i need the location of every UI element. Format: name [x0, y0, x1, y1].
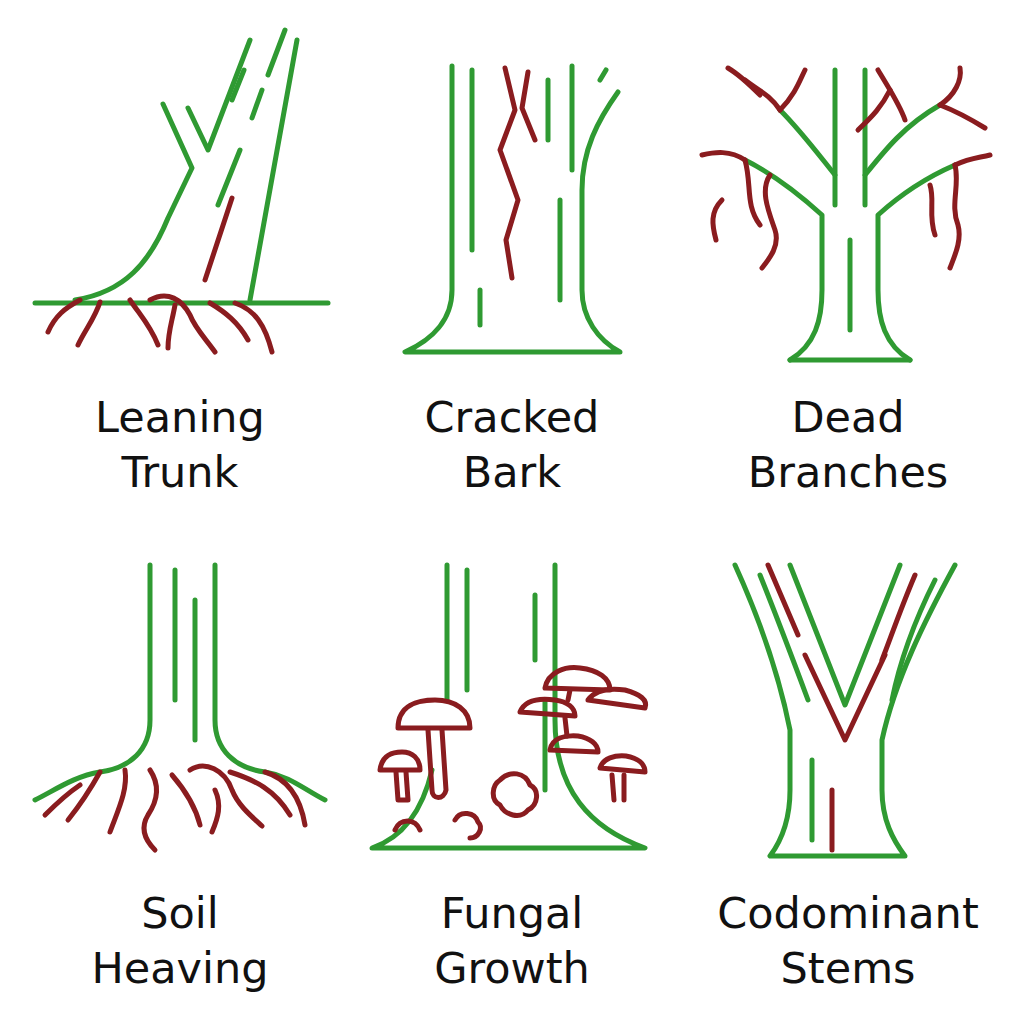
cracked-bark-icon-stroke: [546, 80, 551, 140]
leaning-tree-icon-stroke: [150, 296, 215, 352]
leaning-tree-icon-stroke: [268, 30, 285, 75]
fungal-growth-icon: [372, 565, 646, 848]
leaning-tree-icon-stroke: [78, 302, 100, 345]
fungal-growth-icon-stroke: [372, 565, 645, 848]
codominant-stems-icon: [735, 565, 955, 856]
cracked-bark-icon-stroke: [600, 70, 606, 80]
dead-branches-icon-stroke: [790, 358, 910, 363]
sign-label: Soil Heaving: [91, 886, 268, 996]
fungal-growth-icon-stroke: [493, 774, 536, 816]
dead-branches-icon-stroke: [858, 90, 890, 130]
dead-branches-icon-stroke: [702, 153, 745, 160]
soil-heaving-icon-stroke: [172, 775, 200, 825]
dead-branches-icon-stroke: [762, 175, 776, 268]
leaning-tree-icon-stroke: [130, 300, 158, 345]
sign-label: Leaning Trunk: [95, 390, 265, 500]
dead-branches-icon-stroke: [780, 70, 805, 110]
fungal-growth-icon-stroke: [395, 821, 420, 830]
codominant-stems-icon-stroke: [810, 760, 815, 840]
sign-label: Codominant Stems: [717, 886, 979, 996]
codominant-stems-icon-stroke: [892, 580, 935, 700]
codominant-stems-icon-stroke: [830, 790, 835, 850]
soil-heaving-icon-stroke: [215, 565, 325, 800]
soil-heaving-icon-stroke: [110, 770, 126, 832]
leaning-tree-icon-stroke: [188, 40, 250, 150]
fungal-growth-icon-stroke: [465, 570, 470, 690]
fungal-growth-icon-stroke: [550, 736, 598, 752]
fungal-growth-icon-stroke: [565, 690, 570, 736]
soil-heaving-icon-stroke: [265, 772, 305, 825]
soil-heaving-icon-stroke: [35, 565, 150, 800]
soil-heaving-icon-stroke: [144, 770, 157, 850]
dead-branches-icon-stroke: [930, 185, 935, 235]
dead-branches-icon-stroke: [940, 68, 960, 105]
dead-branches-icon-stroke: [878, 70, 905, 120]
dead-branches-icon-stroke: [728, 68, 760, 95]
soil-heaving-icon: [35, 565, 325, 850]
cracked-bark-icon-stroke: [478, 290, 483, 325]
fungal-growth-icon-stroke: [588, 689, 646, 708]
leaning-tree-icon-stroke: [218, 150, 240, 205]
fungal-growth-icon-stroke: [445, 565, 450, 700]
leaning-tree-icon-stroke: [250, 40, 297, 300]
dead-branches-icon-stroke: [955, 155, 990, 165]
sign-label: Dead Branches: [748, 390, 949, 500]
cracked-bark-icon-stroke: [522, 72, 535, 140]
fungal-growth-icon-stroke: [380, 752, 420, 770]
leaning-tree-icon-stroke: [48, 300, 80, 332]
leaning-tree-icon: [35, 30, 328, 352]
dead-branches-icon-stroke: [848, 240, 853, 330]
soil-heaving-icon-stroke: [190, 766, 262, 826]
soil-heaving-icon-stroke: [45, 785, 80, 815]
cracked-bark-icon-stroke: [470, 70, 475, 250]
fungal-growth-icon-stroke: [455, 813, 480, 838]
fungal-growth-icon-stroke: [612, 775, 624, 800]
leaning-tree-icon-stroke: [235, 303, 272, 352]
sign-label: Cracked Bark: [425, 390, 600, 500]
dead-branches-icon-stroke: [863, 70, 868, 205]
codominant-stems-icon-stroke: [768, 565, 798, 635]
cracked-bark-icon: [405, 66, 620, 352]
cracked-bark-icon-stroke: [570, 66, 575, 170]
dead-branches-icon-stroke: [713, 200, 722, 240]
soil-heaving-icon-stroke: [212, 790, 219, 832]
fungal-growth-icon-stroke: [533, 595, 538, 660]
soil-heaving-icon-stroke: [193, 600, 198, 740]
soil-heaving-icon-stroke: [173, 570, 178, 700]
dead-branches-icon: [702, 68, 990, 360]
soil-heaving-icon-stroke: [68, 772, 100, 820]
fungal-growth-icon-stroke: [396, 772, 408, 800]
codominant-stems-icon-stroke: [735, 565, 955, 856]
codominant-stems-icon-stroke: [882, 575, 915, 660]
fungal-growth-icon-stroke: [398, 700, 470, 728]
dead-branches-icon-stroke: [745, 160, 760, 225]
fungal-growth-icon-stroke: [545, 668, 610, 690]
codominant-stems-icon-stroke: [760, 575, 808, 700]
leaning-tree-icon-stroke: [205, 198, 232, 280]
codominant-stems-icon-stroke: [790, 565, 900, 705]
dead-branches-icon-stroke: [940, 105, 985, 128]
leaning-tree-icon-stroke: [75, 104, 192, 300]
cracked-bark-icon-stroke: [558, 200, 563, 300]
dead-branches-icon-stroke: [950, 165, 959, 268]
leaning-tree-icon-stroke: [232, 70, 244, 100]
codominant-stems-icon-stroke: [805, 655, 885, 740]
sign-label: Fungal Growth: [434, 886, 590, 996]
leaning-tree-icon-stroke: [252, 90, 262, 118]
dead-branches-icon-stroke: [833, 70, 838, 205]
dead-branches-icon-stroke: [745, 160, 822, 360]
fungal-growth-icon-stroke: [428, 730, 446, 798]
leaning-tree-icon-stroke: [168, 305, 175, 348]
fungal-growth-icon-stroke: [600, 756, 645, 772]
cracked-bark-icon-stroke: [500, 68, 518, 278]
dead-branches-icon-stroke: [780, 110, 835, 175]
cracked-bark-icon-stroke: [405, 66, 620, 352]
dead-branches-icon-stroke: [878, 165, 955, 360]
